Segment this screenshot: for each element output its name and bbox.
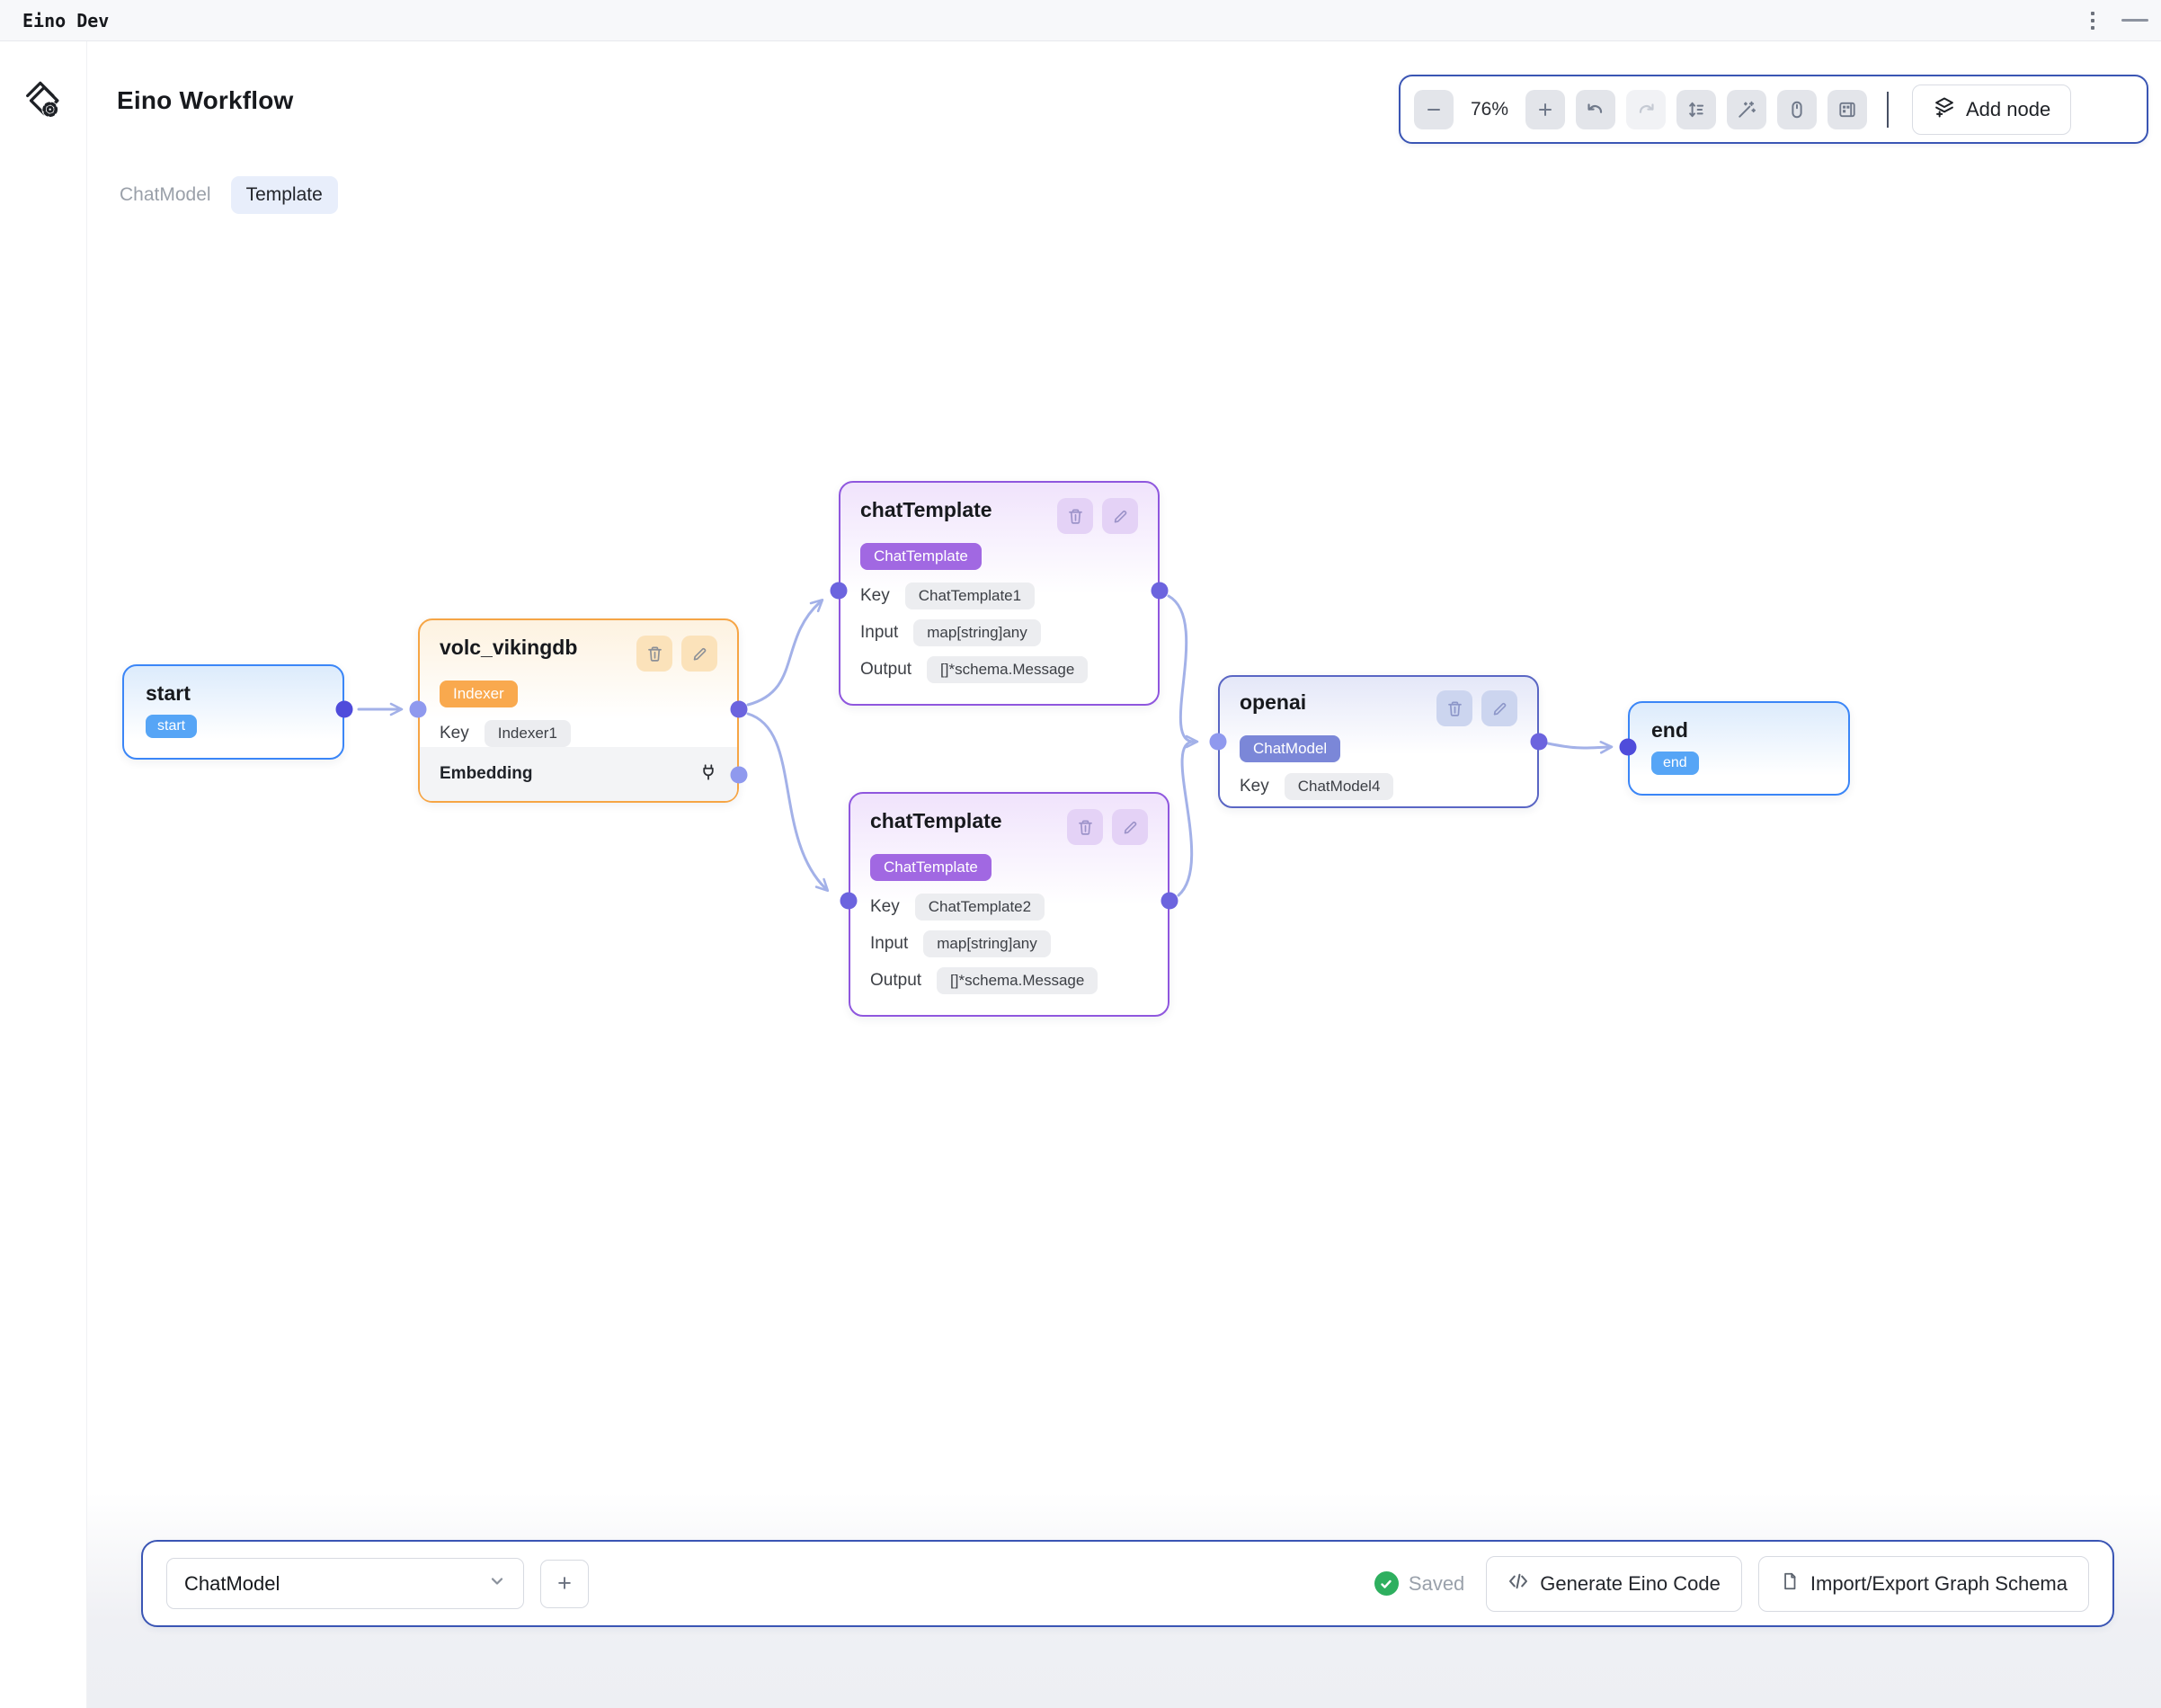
check-circle-icon bbox=[1374, 1571, 1399, 1596]
port-openai-output[interactable] bbox=[1530, 733, 1548, 751]
node-key-value: Indexer1 bbox=[484, 720, 571, 747]
edge-openai-to-end bbox=[1546, 741, 1614, 754]
port-start-output[interactable] bbox=[335, 700, 353, 718]
port-chattemplate2-output[interactable] bbox=[1161, 892, 1178, 910]
edit-node-button[interactable] bbox=[1102, 498, 1138, 534]
port-openai-input[interactable] bbox=[1209, 733, 1227, 751]
tab-chatmodel[interactable]: ChatModel bbox=[120, 184, 211, 205]
port-chattemplate1-output[interactable] bbox=[1151, 582, 1169, 600]
node-title: end bbox=[1651, 718, 1688, 742]
port-chattemplate2-input[interactable] bbox=[840, 892, 858, 910]
node-openai[interactable]: openai ChatModel Key ChatModel4 bbox=[1218, 675, 1539, 808]
zoom-out-button[interactable] bbox=[1414, 89, 1454, 129]
magic-wand-button[interactable] bbox=[1727, 89, 1766, 129]
node-input-type: map[string]any bbox=[913, 619, 1041, 646]
node-type-badge: ChatTemplate bbox=[870, 854, 992, 881]
node-output-type: []*schema.Message bbox=[927, 656, 1089, 683]
edit-node-button[interactable] bbox=[1112, 809, 1148, 845]
node-type-badge: Indexer bbox=[440, 681, 518, 707]
auto-layout-button[interactable] bbox=[1676, 89, 1716, 129]
node-key-value: ChatTemplate1 bbox=[904, 583, 1036, 609]
redo-button[interactable] bbox=[1626, 89, 1666, 129]
node-title: chatTemplate bbox=[870, 809, 1002, 832]
toolbar-divider bbox=[1887, 91, 1889, 128]
node-key-value: ChatTemplate2 bbox=[914, 894, 1045, 921]
layers-plus-icon bbox=[1933, 95, 1956, 124]
node-type-badge: ChatTemplate bbox=[860, 543, 982, 570]
save-status: Saved bbox=[1374, 1571, 1464, 1596]
delete-node-button[interactable] bbox=[636, 636, 672, 672]
node-key-value: ChatModel4 bbox=[1284, 773, 1394, 800]
delete-node-button[interactable] bbox=[1436, 690, 1472, 726]
node-type-badge: ChatModel bbox=[1240, 735, 1341, 762]
kebab-menu-icon[interactable] bbox=[2087, 8, 2098, 33]
code-icon bbox=[1507, 1570, 1529, 1597]
zoom-level: 76% bbox=[1470, 98, 1509, 120]
edge-volc-to-chattemplate2 bbox=[746, 712, 830, 893]
status-text: Saved bbox=[1408, 1571, 1465, 1595]
chevron-down-icon bbox=[488, 1572, 506, 1596]
bottom-action-bar: ChatModel + Saved Generate Eino Code Imp… bbox=[141, 1540, 2114, 1627]
minimap-button[interactable] bbox=[1828, 89, 1867, 129]
port-volc-input[interactable] bbox=[409, 700, 427, 718]
app-title: Eino Dev bbox=[22, 9, 110, 31]
port-end-input[interactable] bbox=[1619, 738, 1637, 756]
titlebar: Eino Dev bbox=[0, 0, 2161, 41]
node-title: openai bbox=[1240, 690, 1307, 714]
file-icon bbox=[1780, 1571, 1800, 1597]
delete-node-button[interactable] bbox=[1057, 498, 1093, 534]
port-volc-embedding[interactable] bbox=[730, 766, 748, 784]
add-graph-button[interactable]: + bbox=[540, 1559, 589, 1608]
generate-code-button[interactable]: Generate Eino Code bbox=[1486, 1555, 1742, 1612]
minimize-icon[interactable] bbox=[2121, 19, 2148, 22]
node-title: volc_vikingdb bbox=[440, 636, 578, 659]
node-volc-vikingdb[interactable]: volc_vikingdb Indexer Key Indexer1 bbox=[418, 618, 739, 803]
node-start[interactable]: start start bbox=[122, 664, 344, 760]
zoom-in-button[interactable] bbox=[1525, 89, 1565, 129]
node-output-type: []*schema.Message bbox=[937, 967, 1098, 994]
node-type-badge: start bbox=[146, 715, 198, 738]
node-chattemplate-1[interactable]: chatTemplate ChatTemplate Key ChatTempla… bbox=[839, 481, 1160, 706]
node-input-type: map[string]any bbox=[923, 930, 1051, 957]
edit-node-button[interactable] bbox=[681, 636, 717, 672]
edit-node-button[interactable] bbox=[1481, 690, 1517, 726]
delete-node-button[interactable] bbox=[1067, 809, 1103, 845]
canvas-toolbar: 76% bbox=[1399, 75, 2148, 144]
node-chattemplate-2[interactable]: chatTemplate ChatTemplate Key ChatTempla… bbox=[849, 792, 1169, 1017]
sidebar bbox=[0, 41, 87, 1708]
edge-volc-to-chattemplate1 bbox=[746, 599, 824, 707]
eino-logo-icon bbox=[20, 79, 65, 129]
node-end[interactable]: end end bbox=[1628, 701, 1850, 796]
plug-icon bbox=[699, 763, 717, 786]
node-title: start bbox=[146, 681, 191, 705]
graph-tabs: ChatModel Template bbox=[120, 176, 338, 214]
node-title: chatTemplate bbox=[860, 498, 992, 521]
page-title: Eino Workflow bbox=[117, 86, 294, 114]
undo-button[interactable] bbox=[1576, 89, 1615, 129]
graph-type-select[interactable]: ChatModel bbox=[166, 1558, 524, 1609]
embedding-slot[interactable]: Embedding bbox=[420, 747, 737, 801]
edge-chattemplate2-to-openai bbox=[1177, 740, 1196, 897]
mouse-mode-button[interactable] bbox=[1777, 89, 1817, 129]
node-type-badge: end bbox=[1651, 752, 1699, 775]
tab-template[interactable]: Template bbox=[230, 176, 338, 214]
import-export-button[interactable]: Import/Export Graph Schema bbox=[1757, 1555, 2089, 1612]
edge-chattemplate1-to-openai bbox=[1167, 594, 1199, 749]
add-node-button[interactable]: Add node bbox=[1912, 84, 2072, 135]
port-chattemplate1-input[interactable] bbox=[830, 582, 848, 600]
port-volc-output[interactable] bbox=[730, 700, 748, 718]
